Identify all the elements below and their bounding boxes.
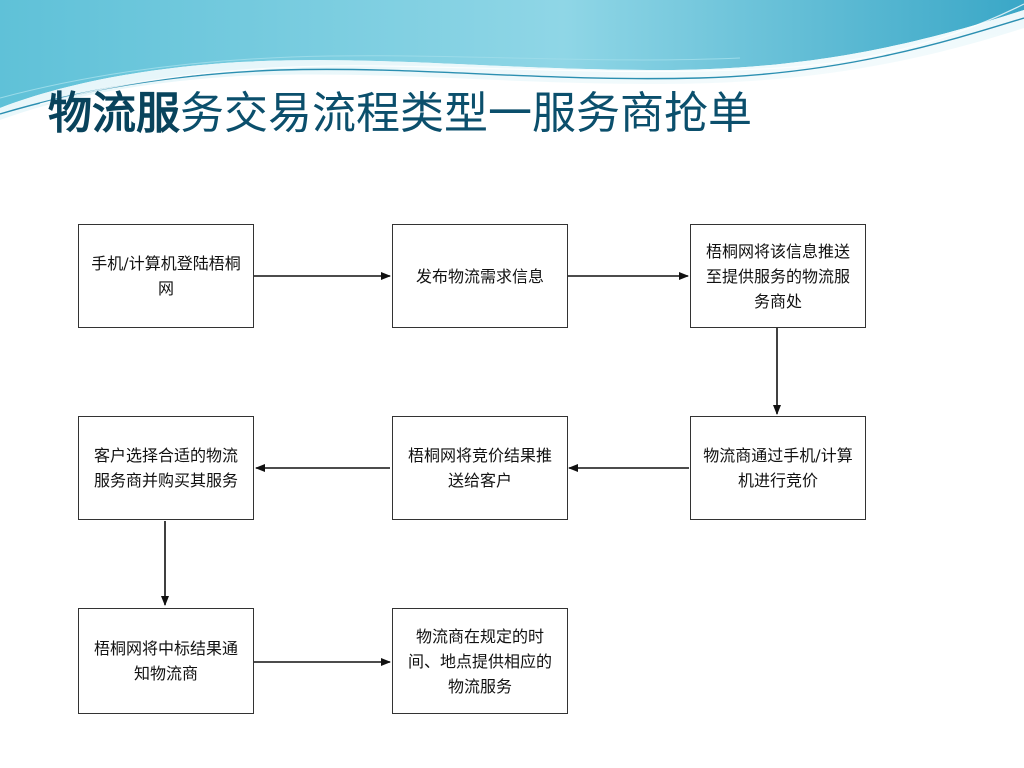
flowchart-connectors — [161, 272, 781, 666]
slide-title-bold: 物流服 — [48, 88, 180, 139]
slide-title: 物流服务交易流程类型一服务商抢单 — [48, 84, 752, 144]
step-customer-select: 客户选择合适的物流服务商并购买其服务 — [78, 416, 254, 520]
slide-title-rest: 务交易流程类型一服务商抢单 — [180, 88, 752, 139]
step-result-push-text: 梧桐网将竞价结果推送给客户 — [407, 446, 552, 490]
step-push-text: 梧桐网将该信息推送至提供服务的物流服务商处 — [705, 241, 850, 311]
step-notify-text: 梧桐网将中标结果通知物流商 — [93, 639, 238, 683]
flowchart: 手机/计算机登陆梧桐网 发布物流需求信息 梧桐网将该信息推送至提供服务的物流服务… — [78, 208, 872, 718]
step-deliver-service: 物流商在规定的时间、地点提供相应的物流服务 — [392, 608, 568, 714]
step-publish: 发布物流需求信息 — [392, 224, 568, 328]
step-select-text: 客户选择合适的物流服务商并购买其服务 — [93, 446, 238, 490]
step-bid-text: 物流商通过手机/计算机进行竞价 — [703, 446, 853, 490]
step-result-push: 梧桐网将竞价结果推送给客户 — [392, 416, 568, 520]
step-bid: 物流商通过手机/计算机进行竞价 — [690, 416, 866, 520]
step-login-text: 手机/计算机登陆梧桐网 — [91, 254, 241, 298]
step-login: 手机/计算机登陆梧桐网 — [78, 224, 254, 328]
step-deliver-text: 物流商在规定的时间、地点提供相应的物流服务 — [407, 626, 552, 696]
step-publish-text: 发布物流需求信息 — [415, 266, 544, 286]
step-notify-winner: 梧桐网将中标结果通知物流商 — [78, 608, 254, 714]
step-push-to-providers: 梧桐网将该信息推送至提供服务的物流服务商处 — [690, 224, 866, 328]
